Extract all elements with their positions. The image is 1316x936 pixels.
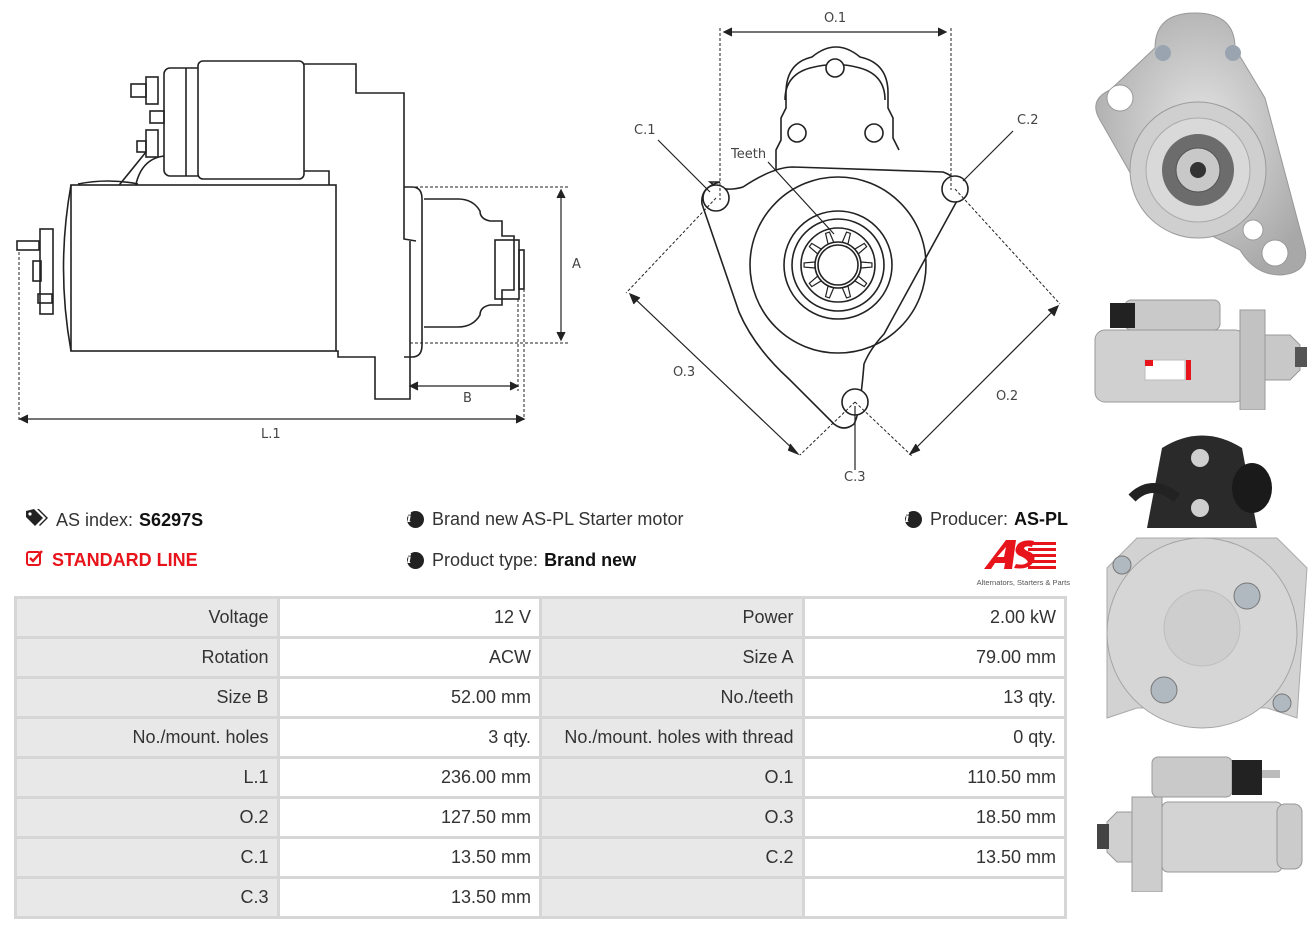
producer: i Producer: AS-PL xyxy=(905,509,1068,530)
spec-label: O.3 xyxy=(539,796,805,839)
spec-label: No./teeth xyxy=(539,676,805,719)
pinion-tooth xyxy=(841,231,852,245)
spec-label xyxy=(539,876,805,919)
dim-label-o1: O.1 xyxy=(824,11,846,26)
pinion-tooth xyxy=(854,275,868,288)
as-logo-mark: AS xyxy=(964,538,1056,569)
side-view-drawing: A B L.1 xyxy=(16,60,581,442)
spec-label: No./mount. holes xyxy=(14,716,280,759)
spec-value: 52.00 mm xyxy=(276,676,543,719)
front-view-drawing: O.1 O.2 O.3 C.1 C.2 C.3 Teeth xyxy=(625,11,1061,485)
spec-label: Size A xyxy=(539,636,805,679)
logo-tagline: Alternators, Starters & Parts xyxy=(976,578,1070,587)
dim-label-teeth: Teeth xyxy=(730,147,766,162)
spec-value: 236.00 mm xyxy=(276,756,543,799)
product-type: i Product type: Brand new xyxy=(407,550,636,571)
standard-line-badge: STANDARD LINE xyxy=(26,550,198,571)
spec-value: 79.00 mm xyxy=(801,636,1068,679)
as-index-value: S6297S xyxy=(139,510,204,530)
description-text: Brand new AS-PL Starter motor xyxy=(432,509,684,529)
product-photo-side-rear[interactable] xyxy=(1092,752,1314,892)
spec-label: C.3 xyxy=(14,876,280,919)
product-description: i Brand new AS-PL Starter motor xyxy=(407,509,683,530)
info-icon: i xyxy=(407,511,424,528)
spec-value: 2.00 kW xyxy=(801,596,1068,639)
spec-value: 3 qty. xyxy=(276,716,543,759)
dim-label-l1: L.1 xyxy=(261,427,281,442)
pinion-tooth xyxy=(854,242,868,255)
spec-label: No./mount. holes with thread xyxy=(539,716,805,759)
as-index-label: AS index: xyxy=(56,510,134,530)
dim-label-a: A xyxy=(572,257,581,272)
dim-label-c3: C.3 xyxy=(844,470,865,485)
pinion-tooth xyxy=(860,261,873,269)
spec-value: 13.50 mm xyxy=(276,876,543,919)
spec-label: Rotation xyxy=(14,636,280,679)
dim-label-o3: O.3 xyxy=(673,365,695,380)
spec-label: C.2 xyxy=(539,836,805,879)
spec-value: 13.50 mm xyxy=(801,836,1068,879)
pinion-tooth xyxy=(808,275,822,288)
spec-label: Voltage xyxy=(14,596,280,639)
dim-label-o2: O.2 xyxy=(996,389,1018,404)
as-index: AS index: S6297S xyxy=(26,509,203,532)
product-photo-side[interactable] xyxy=(1090,285,1312,410)
spec-label: O.2 xyxy=(14,796,280,839)
product-type-value: Brand new xyxy=(544,550,637,570)
pinion-tooth xyxy=(824,231,835,245)
pinion-tooth xyxy=(803,261,816,269)
spec-value: 18.50 mm xyxy=(801,796,1068,839)
pinion-tooth xyxy=(841,285,852,299)
spec-label: L.1 xyxy=(14,756,280,799)
info-icon: i xyxy=(407,552,424,569)
pinion-tooth xyxy=(824,285,835,299)
standard-line-text: STANDARD LINE xyxy=(52,550,198,570)
spec-label: C.1 xyxy=(14,836,280,879)
spec-label: Power xyxy=(539,596,805,639)
spec-value xyxy=(801,876,1068,919)
spec-value: 12 V xyxy=(276,596,543,639)
checkbox-checked-icon xyxy=(26,550,44,571)
dim-label-b: B xyxy=(463,391,472,406)
tags-icon xyxy=(26,509,48,532)
dim-label-c1: C.1 xyxy=(634,123,655,138)
as-pl-logo: AS Alternators, Starters & Parts xyxy=(964,538,1070,587)
spec-value: 127.50 mm xyxy=(276,796,543,839)
spec-label: O.1 xyxy=(539,756,805,799)
logo-mark-text: AS xyxy=(964,538,966,539)
dim-label-c2: C.2 xyxy=(1017,113,1038,128)
spec-value: 0 qty. xyxy=(801,716,1068,759)
pinion-tooth xyxy=(808,242,822,255)
product-photo-rear[interactable] xyxy=(1092,428,1312,744)
product-photo-front[interactable] xyxy=(1085,8,1310,280)
spec-value: ACW xyxy=(276,636,543,679)
producer-label: Producer: xyxy=(930,509,1009,529)
product-type-label: Product type: xyxy=(432,550,539,570)
info-icon: i xyxy=(905,511,922,528)
spec-value: 13 qty. xyxy=(801,676,1068,719)
spec-label: Size B xyxy=(14,676,280,719)
producer-value: AS-PL xyxy=(1014,509,1069,529)
spec-value: 13.50 mm xyxy=(276,836,543,879)
spec-value: 110.50 mm xyxy=(801,756,1068,799)
